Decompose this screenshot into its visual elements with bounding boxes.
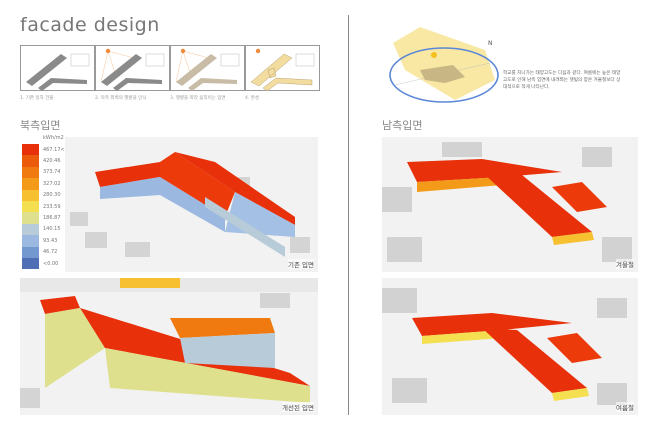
legend-value: 373.74 bbox=[43, 169, 61, 176]
legend-row: 93.43 bbox=[22, 235, 65, 247]
legend-swatch bbox=[22, 246, 39, 258]
sun-description: 학교를 지나가는 태양고도는 다음과 같다. 여름에는 높은 태양고도로 인해 … bbox=[503, 71, 621, 90]
step-diagram-3 bbox=[170, 45, 245, 91]
step-diagram-2 bbox=[95, 45, 170, 91]
north-label: N bbox=[488, 40, 493, 47]
legend-row: <0.00 bbox=[22, 257, 65, 270]
legend-row: 373.74 bbox=[22, 166, 65, 179]
step-diagram-1 bbox=[20, 45, 95, 91]
step-caption-2: 2. 북측 외벽의 햇볕을 인식 bbox=[95, 96, 147, 101]
render-label: 기존 입면 bbox=[288, 259, 314, 269]
legend-swatch bbox=[22, 144, 39, 156]
legend-swatch bbox=[22, 223, 39, 236]
legend-value: <0.00 bbox=[43, 260, 59, 267]
render-label: 여름철 bbox=[616, 402, 634, 412]
legend-swatch bbox=[22, 257, 39, 270]
legend-swatch bbox=[22, 200, 39, 213]
energy-legend: kWh/m2 467.17< 420.46 373.74 327.02 280.30 23… bbox=[22, 135, 65, 270]
legend-swatch bbox=[22, 178, 39, 190]
legend-row: 233.59 bbox=[22, 200, 65, 213]
legend-value: 186.87 bbox=[43, 215, 61, 222]
step-caption-4: 4. 완성 bbox=[245, 96, 260, 101]
north-render-improved: 개선된 입면 bbox=[20, 278, 318, 415]
legend-swatch bbox=[22, 212, 39, 224]
legend-value: 327.02 bbox=[43, 180, 61, 187]
legend-row: 467.17< bbox=[22, 144, 65, 156]
south-render-winter: 겨울철 bbox=[382, 137, 638, 272]
legend-row: 186.87 bbox=[22, 212, 65, 224]
legend-value: 420.46 bbox=[43, 158, 61, 165]
legend-row: 280.30 bbox=[22, 189, 65, 201]
page-divider bbox=[348, 15, 349, 415]
legend-row: 327.02 bbox=[22, 178, 65, 190]
legend-value: 93.43 bbox=[43, 237, 58, 244]
legend-row: 420.46 bbox=[22, 155, 65, 167]
legend-row: 140.15 bbox=[22, 223, 65, 236]
page-title: facade design bbox=[20, 14, 160, 36]
step-diagram-4 bbox=[245, 45, 320, 92]
legend-value: 467.17< bbox=[43, 146, 65, 153]
render-label: 개선된 입면 bbox=[282, 402, 314, 412]
render-label: 겨울철 bbox=[616, 259, 634, 269]
legend-value: 46.72 bbox=[43, 249, 58, 256]
legend-value: 140.15 bbox=[43, 226, 61, 233]
north-heading: 북측입면 bbox=[20, 119, 61, 132]
legend-unit: kWh/m2 bbox=[43, 135, 64, 141]
legend-swatch bbox=[22, 166, 39, 179]
legend-swatch bbox=[22, 235, 39, 247]
legend-swatch bbox=[22, 155, 39, 167]
legend-swatch bbox=[22, 189, 39, 201]
legend-value: 233.59 bbox=[43, 203, 61, 210]
step-caption-3: 3. 햇볕을 따라 움직이는 입면 bbox=[170, 96, 226, 101]
step-caption-1: 1. 기존 일자 건물 bbox=[20, 96, 54, 101]
south-heading: 남측입면 bbox=[382, 119, 423, 132]
sun-path-diagram: N bbox=[385, 25, 500, 105]
north-render-existing: 기존 입면 bbox=[65, 137, 318, 272]
legend-value: 280.30 bbox=[43, 192, 61, 199]
south-render-summer: 여름철 bbox=[382, 278, 638, 415]
legend-row: 46.72 bbox=[22, 246, 65, 258]
